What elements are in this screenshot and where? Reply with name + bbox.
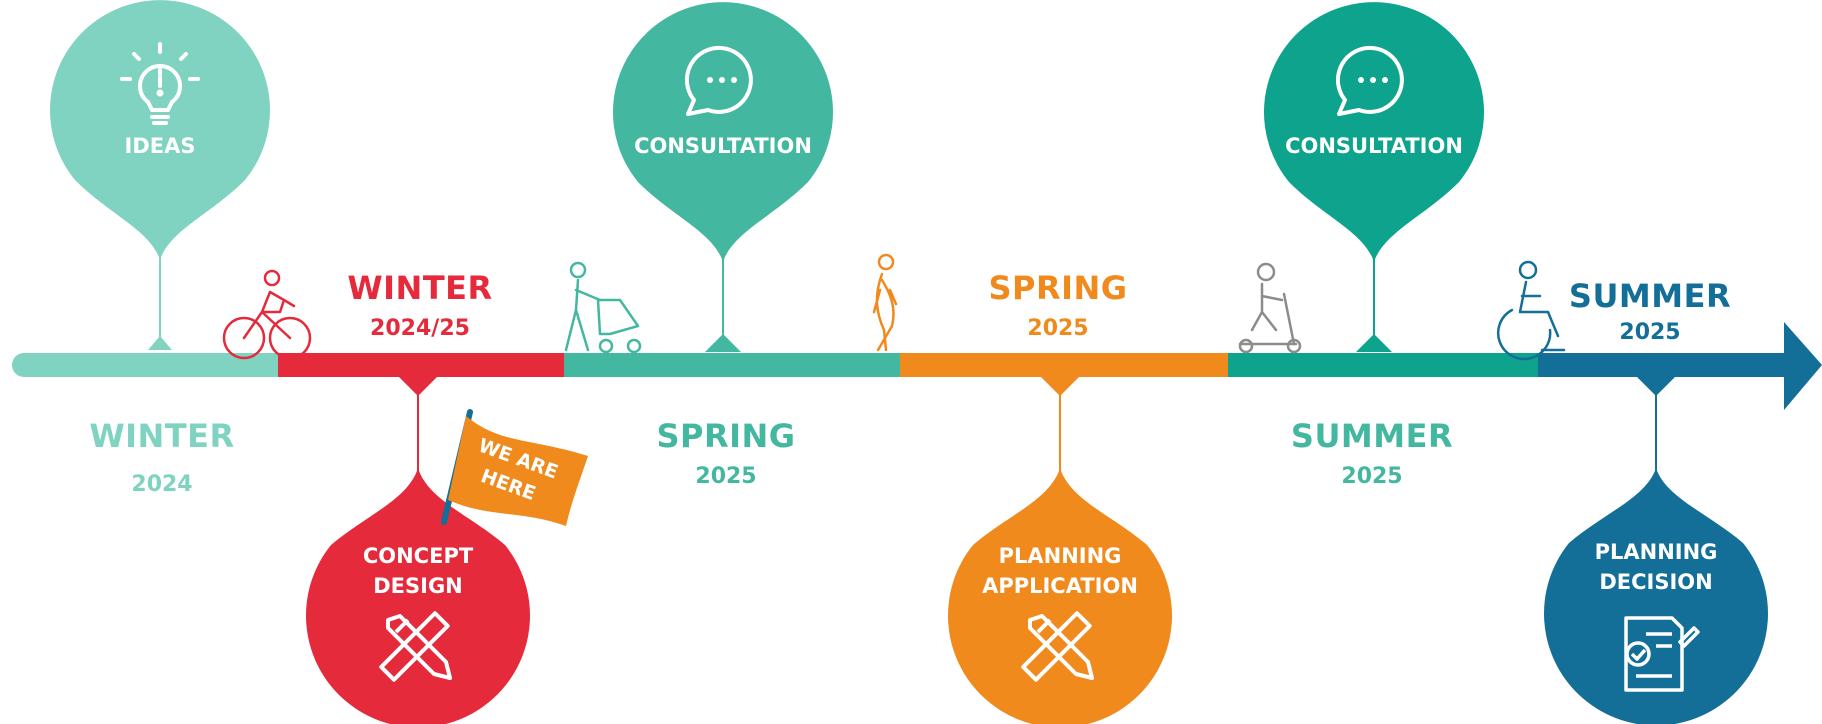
year-label-spring-2025-above: 2025 [1027,316,1089,341]
year-label-spring-2025-below: 2025 [695,464,757,489]
document-check-icon [1624,616,1700,692]
pin-label-concept-design-line2: DESIGN [373,574,463,598]
we-are-here-flag [441,409,588,526]
flag-cloth [448,416,588,526]
timeline-segment-summer-2025-b [1538,353,1788,377]
pin-label-planning-decision-line1: PLANNING [1594,540,1718,564]
pedestrian-icon [872,253,898,352]
pin-label-consultation-2: CONSULTATION [1285,134,1463,158]
timeline-bar [12,322,1822,410]
timeline-segment-spring-2025-b [900,353,1230,377]
year-label-winter-2024: 2024 [131,472,193,497]
connectors-below [398,376,1676,480]
pin-planning-decision [1544,468,1768,724]
connectors-above [148,250,1392,352]
scooter-rider-icon [1238,262,1302,354]
pin-consultation-1 [613,2,833,262]
timeline-arrowhead [1784,322,1822,410]
season-label-winter-2024-25: WINTER [347,269,493,307]
year-label-winter-2024-25: 2024/25 [370,316,470,341]
pin-label-planning-decision-line2: DECISION [1599,570,1713,594]
pin-planning-application [948,468,1172,724]
season-label-summer-2025-above: SUMMER [1568,277,1732,315]
timeline-segment-spring-2025-a [564,353,902,377]
lightbulb-icon [120,42,200,125]
chat-bubble-icon [1335,45,1404,116]
season-label-winter-2024: WINTER [89,417,235,455]
season-label-spring-2025-above: SPRING [988,269,1128,307]
pin-ideas [50,0,271,260]
timeline-segment-winter-2024-25 [278,353,566,377]
year-label-summer-2025-above: 2025 [1619,320,1681,345]
pencil-ruler-icon [1021,611,1094,682]
wheelchair-user-icon [1496,260,1566,361]
pin-label-ideas: IDEAS [124,134,196,158]
pin-consultation-2 [1264,2,1485,262]
timeline-segment-summer-2025-a [1228,353,1540,377]
pin-concept-design [306,468,530,724]
chat-bubble-icon [684,45,753,116]
pin-label-consultation-1: CONSULTATION [634,134,812,158]
cyclist-icon [222,269,312,360]
pin-label-concept-design-line1: CONCEPT [362,544,474,568]
pin-label-planning-application-line1: PLANNING [998,544,1122,568]
year-label-summer-2025-below: 2025 [1341,464,1403,489]
pin-label-planning-application-line2: APPLICATION [982,574,1138,598]
person-with-stroller-icon [564,261,642,354]
pencil-ruler-icon [379,611,452,682]
season-label-summer-2025-below: SUMMER [1290,417,1454,455]
season-label-spring-2025-below: SPRING [656,417,796,455]
